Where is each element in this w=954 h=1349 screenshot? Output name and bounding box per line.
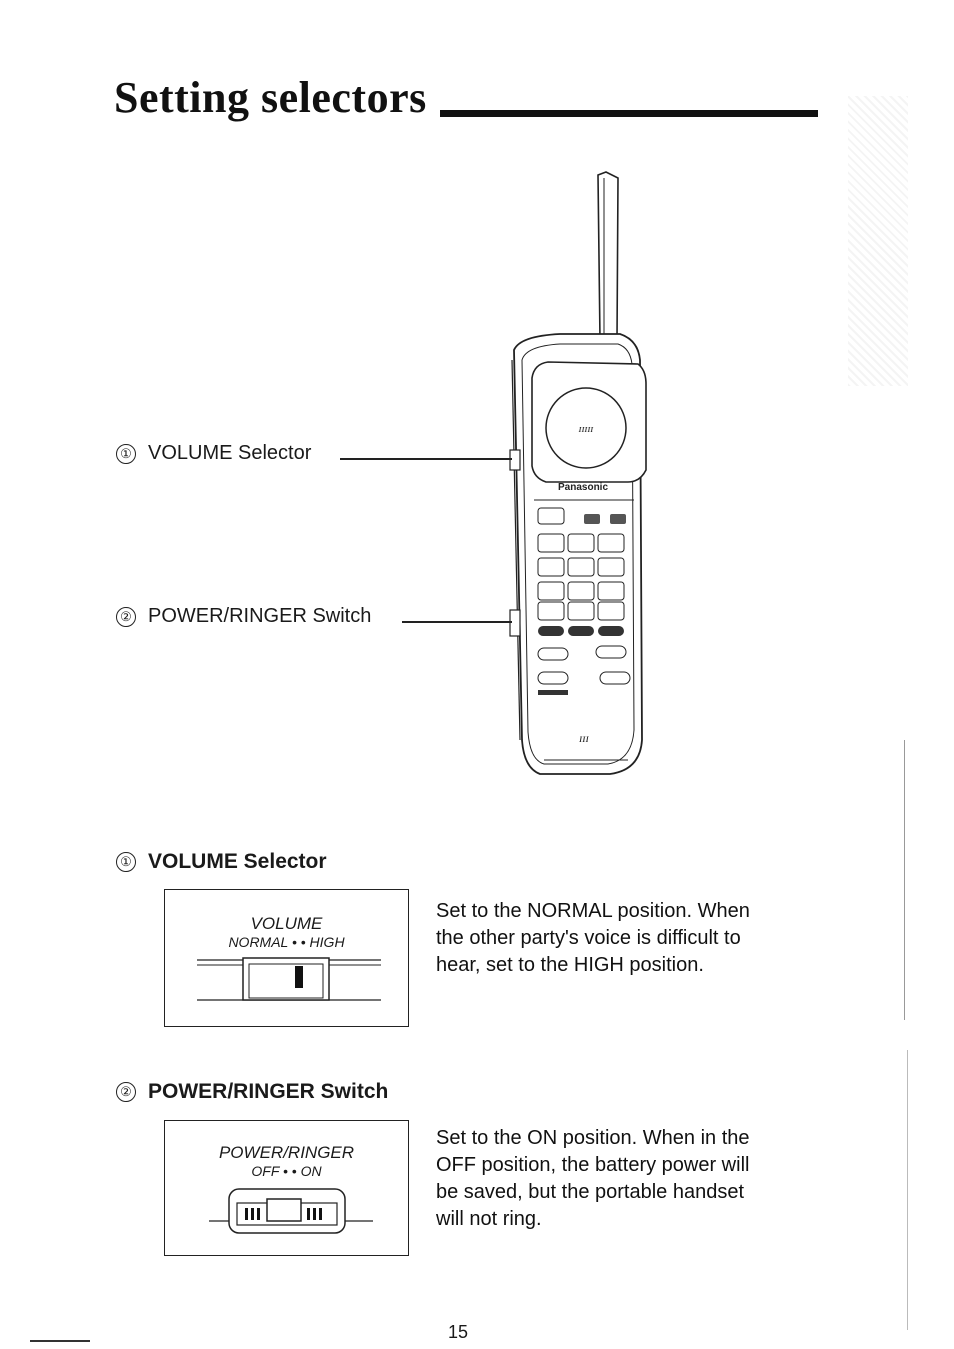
diagram-label: VOLUME (250, 914, 323, 933)
callout-label: VOLUME Selector (148, 442, 312, 464)
power-ringer-switch-drawing (209, 1188, 373, 1234)
section-number: ① (116, 852, 136, 872)
volume-selector-diagram: VOLUME NORMAL • • HIGH (164, 889, 409, 1027)
cordless-phone-illustration: ɪɪɪɪɪ Panasonic ɪɪɪ (509, 171, 647, 775)
scan-speckle (848, 96, 908, 386)
callout-label: POWER/RINGER Switch (148, 605, 372, 627)
page-title: Setting selectors (114, 73, 427, 122)
svg-text:ɪɪɪ: ɪɪɪ (578, 731, 589, 745)
diagram-positions: NORMAL • • HIGH (228, 934, 345, 950)
callout-number: ① (116, 443, 136, 464)
description-line: OFF position, the battery power will (436, 1154, 750, 1176)
callout-power-ringer-switch: ② POWER/RINGER Switch (116, 605, 371, 628)
description-line: will not ring. (436, 1208, 542, 1230)
title-rule (440, 110, 818, 117)
callout-leader-line (340, 458, 512, 460)
section-title: VOLUME Selector (148, 850, 327, 873)
power-ringer-switch-diagram: POWER/RINGER OFF • • ON (164, 1120, 409, 1256)
volume-description: Set to the NORMAL position. When the oth… (436, 898, 750, 979)
description-line: hear, set to the HIGH position. (436, 954, 704, 976)
volume-switch-drawing (197, 957, 381, 1001)
callout-leader-line (402, 621, 512, 623)
description-line: Set to the NORMAL position. When (436, 900, 750, 922)
section-heading-volume: ① VOLUME Selector (116, 850, 327, 874)
callout-volume-selector: ① VOLUME Selector (116, 442, 311, 465)
diagram-positions: OFF • • ON (251, 1163, 322, 1179)
callout-number: ② (116, 606, 136, 627)
description-line: the other party's voice is difficult to (436, 927, 741, 949)
diagram-label: POWER/RINGER (218, 1143, 355, 1162)
section-title: POWER/RINGER Switch (148, 1080, 389, 1103)
section-number: ② (116, 1082, 136, 1102)
edge-mark (907, 1050, 908, 1330)
page-number: 15 (448, 1322, 469, 1342)
footer-mark (30, 1340, 90, 1342)
section-heading-power-ringer: ② POWER/RINGER Switch (116, 1080, 388, 1104)
description-line: be saved, but the portable handset (436, 1181, 745, 1203)
edge-mark (904, 740, 905, 1020)
svg-text:ɪɪɪɪɪ: ɪɪɪɪɪ (578, 423, 594, 435)
description-line: Set to the ON position. When in the (436, 1127, 750, 1149)
phone-brand: Panasonic (558, 482, 608, 493)
power-ringer-description: Set to the ON position. When in the OFF … (436, 1125, 750, 1233)
